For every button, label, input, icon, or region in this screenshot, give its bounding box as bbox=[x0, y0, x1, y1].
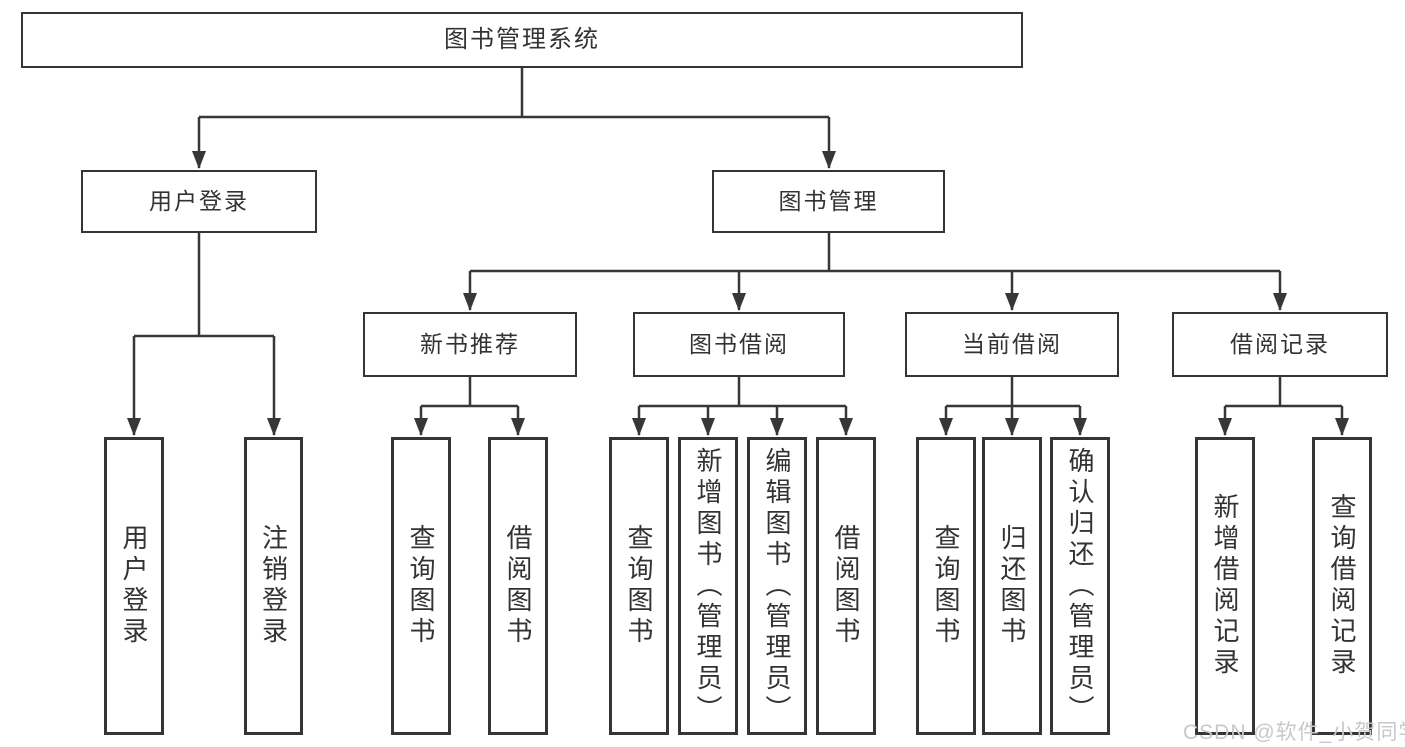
connector-book-borrowing bbox=[639, 377, 846, 408]
node-label: 查询图书 bbox=[931, 524, 961, 648]
node-book-management: 图书管理 bbox=[712, 170, 945, 233]
node-book-borrowing: 图书借阅 bbox=[633, 312, 845, 377]
node-label: 确认归还（管理员） bbox=[1065, 446, 1095, 726]
node-label: 新增图书（管理员） bbox=[693, 446, 723, 726]
leaf-borrowing-add-books-admin: 新增图书（管理员） bbox=[678, 437, 738, 735]
connector-root bbox=[199, 68, 829, 119]
connector-current-borrowing bbox=[946, 377, 1080, 408]
leaf-records-query-record: 查询借阅记录 bbox=[1312, 437, 1372, 735]
leaf-user-login: 用户登录 bbox=[104, 437, 164, 735]
leaf-logout: 注销登录 bbox=[244, 437, 303, 735]
node-label: 用户登录 bbox=[149, 188, 249, 214]
csdn-watermark: CSDN @软件_小贺同学 bbox=[1183, 721, 1405, 744]
node-current-borrowing: 当前借阅 bbox=[905, 312, 1119, 377]
node-label: 图书管理系统 bbox=[444, 26, 600, 53]
connector-user-login bbox=[134, 233, 274, 338]
node-label: 借阅记录 bbox=[1230, 331, 1330, 357]
node-label: 注销登录 bbox=[258, 524, 289, 648]
leaf-recommend-query-books: 查询图书 bbox=[391, 437, 451, 735]
node-library-management-system: 图书管理系统 bbox=[21, 12, 1023, 68]
connector-book-management bbox=[470, 233, 1280, 273]
node-label: 新增借阅记录 bbox=[1210, 493, 1240, 679]
node-label: 归还图书 bbox=[997, 524, 1027, 648]
node-label: 借阅图书 bbox=[831, 524, 861, 648]
node-label: 借阅图书 bbox=[503, 524, 533, 648]
node-label: 查询图书 bbox=[624, 524, 654, 648]
leaf-current-query-books: 查询图书 bbox=[916, 437, 976, 735]
node-new-book-recommend: 新书推荐 bbox=[363, 312, 577, 377]
node-label: 用户登录 bbox=[119, 524, 149, 648]
leaf-recommend-borrow-books: 借阅图书 bbox=[488, 437, 548, 735]
connector-new-book-recommend bbox=[421, 377, 518, 408]
node-label: 编辑图书（管理员） bbox=[762, 446, 792, 726]
leaf-current-confirm-return-admin: 确认归还（管理员） bbox=[1050, 437, 1110, 735]
node-borrowing-records: 借阅记录 bbox=[1172, 312, 1388, 377]
node-label: 图书借阅 bbox=[689, 331, 789, 357]
leaf-borrowing-query-books: 查询图书 bbox=[609, 437, 669, 735]
node-user-login: 用户登录 bbox=[81, 170, 317, 233]
node-label: 新书推荐 bbox=[420, 331, 520, 357]
leaf-current-return-books: 归还图书 bbox=[982, 437, 1042, 735]
leaf-borrowing-edit-books-admin: 编辑图书（管理员） bbox=[747, 437, 807, 735]
node-label: 查询借阅记录 bbox=[1327, 493, 1357, 679]
node-label: 查询图书 bbox=[406, 524, 436, 648]
connector-borrowing-records bbox=[1225, 377, 1342, 408]
leaf-records-add-record: 新增借阅记录 bbox=[1195, 437, 1255, 735]
leaf-borrowing-borrow-books: 借阅图书 bbox=[816, 437, 876, 735]
node-label: 图书管理 bbox=[778, 188, 879, 214]
node-label: 当前借阅 bbox=[962, 331, 1062, 357]
